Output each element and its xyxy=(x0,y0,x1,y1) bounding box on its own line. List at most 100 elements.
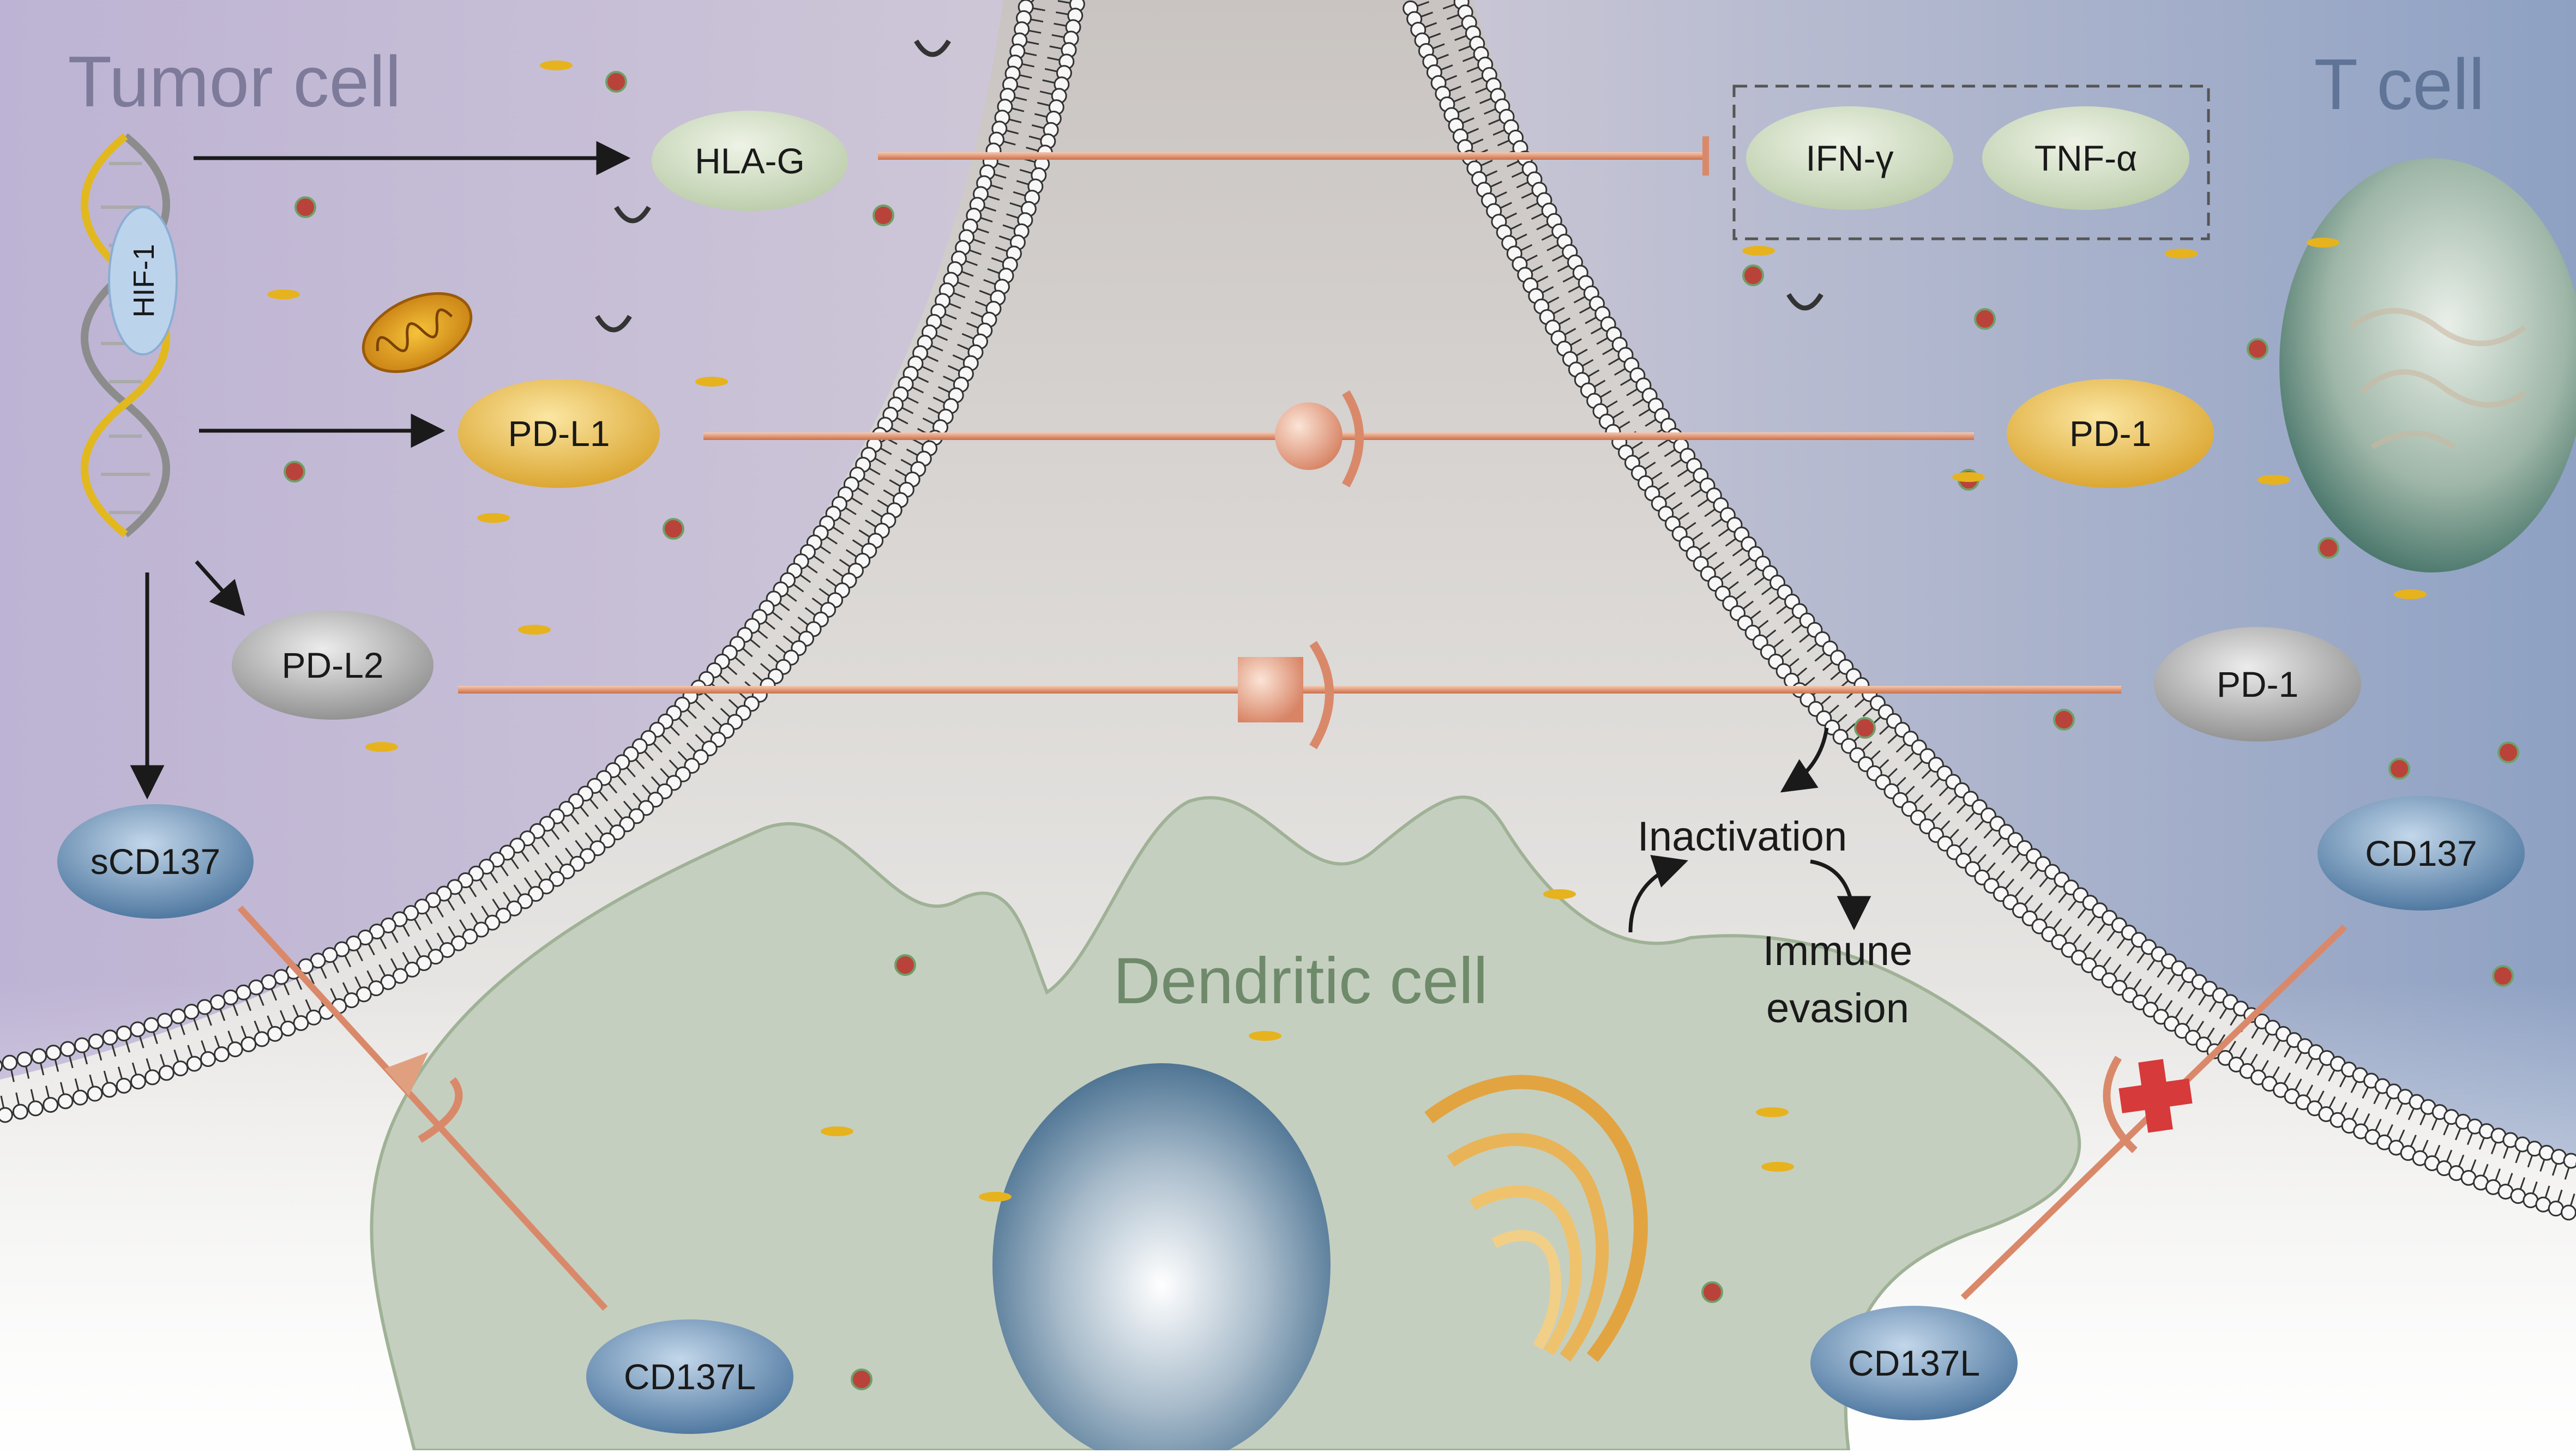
pd-l2-label: PD-L2 xyxy=(281,645,383,685)
lipid-head xyxy=(267,1026,283,1042)
lipid-head xyxy=(439,942,455,958)
lipid-head xyxy=(16,1051,33,1068)
particle-dash xyxy=(2307,238,2339,248)
lipid-head xyxy=(74,1037,90,1053)
lipid-head xyxy=(549,871,565,887)
lipid-head xyxy=(0,1059,3,1072)
lipid-head xyxy=(356,986,372,1003)
hla-g-pill: HLA-G xyxy=(652,111,848,211)
lipid-head xyxy=(130,1021,146,1038)
particle-dot xyxy=(2492,965,2514,987)
cd137l-right-label: CD137L xyxy=(1848,1343,1980,1383)
particle-dash xyxy=(540,61,573,70)
scd137-pill: sCD137 xyxy=(57,804,254,919)
scd137-ligand-triangle xyxy=(384,1052,428,1096)
arrow-to-immune-evasion xyxy=(1810,859,1871,931)
particle-dash xyxy=(365,742,398,752)
hif-1-ellipse xyxy=(108,206,178,355)
scd137-cd137l-connector xyxy=(237,905,608,1311)
lipid-head xyxy=(72,1089,88,1106)
lipid-head xyxy=(144,1069,160,1086)
lipid-head xyxy=(196,999,213,1015)
lipid-head xyxy=(528,885,544,902)
pd-1-receptor-cup xyxy=(1341,390,1364,487)
particle-hook xyxy=(595,315,632,333)
particle-dot xyxy=(2318,537,2339,559)
lipid-bilayer-icon xyxy=(0,0,2576,1221)
lipid-head xyxy=(2560,1204,2576,1221)
nucleus-icon xyxy=(992,1063,1331,1453)
lipid-head xyxy=(559,863,575,879)
scd137-label: sCD137 xyxy=(91,841,220,882)
tcell-title: T cell xyxy=(2314,44,2485,124)
lipid-head xyxy=(344,992,360,1009)
cytokine-box xyxy=(1732,85,2210,240)
lipid-head xyxy=(143,1017,160,1033)
mitochondrion-icon xyxy=(362,292,473,373)
particle-hook xyxy=(614,206,651,224)
particle-hook xyxy=(914,39,951,57)
pd-l1-ligand-ball xyxy=(1275,402,1343,470)
pd-1-top-label: PD-1 xyxy=(2069,413,2151,454)
lipid-head xyxy=(59,1041,76,1057)
pd-l2-pd-1-connector xyxy=(458,641,2121,750)
pd-1-top-pill: PD-1 xyxy=(2007,379,2214,488)
lipid-head xyxy=(450,935,467,951)
lipid-head xyxy=(170,1008,186,1024)
lipid-head xyxy=(517,893,533,909)
particle-dash xyxy=(1756,1107,1789,1117)
dna-helix-icon xyxy=(81,133,178,538)
particle-dash xyxy=(695,377,728,387)
particle-dot xyxy=(1701,1281,1723,1303)
lipid-head xyxy=(31,1048,47,1064)
tnf-a-pill: TNF-α xyxy=(1982,106,2189,210)
particle-dot xyxy=(2497,741,2519,763)
particle-dot xyxy=(872,204,894,226)
arrow-from-dendritic xyxy=(1628,855,1688,933)
cd137l-left-label: CD137L xyxy=(624,1356,756,1397)
lipid-head xyxy=(462,929,478,945)
lipid-head xyxy=(254,1031,270,1047)
cd137l-left-pill: CD137L xyxy=(586,1319,793,1434)
pd-1-receptor-cup-2 xyxy=(1309,641,1334,750)
lipid-head xyxy=(12,1104,28,1120)
particle-dot xyxy=(1974,308,1996,330)
particle-dot xyxy=(605,71,627,93)
lipid-head xyxy=(157,1012,173,1029)
cd137l-cup-left xyxy=(418,1077,463,1143)
ifn-g-pill: IFN-γ xyxy=(1746,106,1953,210)
pd-1-bottom-pill: PD-1 xyxy=(2154,627,2361,741)
tcell-nucleus-icon xyxy=(2279,158,2576,572)
pd-l1-label: PD-L1 xyxy=(508,413,610,454)
hif-1-label: HIF-1 xyxy=(128,244,160,318)
lipid-head xyxy=(213,1046,230,1063)
particle-dash xyxy=(2258,475,2290,485)
particle-dash xyxy=(1761,1162,1794,1172)
arrow-to-pd-l2 xyxy=(195,560,245,616)
cd137-label: CD137 xyxy=(2365,833,2477,873)
particle-dot xyxy=(294,196,316,218)
particle-dash xyxy=(2394,589,2427,599)
lipid-head xyxy=(87,1086,103,1102)
lipid-head xyxy=(130,1074,146,1090)
particle-dash xyxy=(979,1192,1012,1202)
lipid-head xyxy=(2563,1153,2576,1169)
lipid-head xyxy=(484,914,501,931)
particle-dash xyxy=(1543,889,1576,899)
particle-dash xyxy=(1742,246,1775,256)
tumor-cell-title: Tumor cell xyxy=(68,41,401,122)
particle-dot xyxy=(663,518,684,540)
lipid-head xyxy=(186,1056,202,1072)
particle-dash xyxy=(1249,1031,1281,1041)
cd137-pill: CD137 xyxy=(2318,796,2525,911)
particle-dash xyxy=(267,290,300,299)
cd137l-right-pill: CD137L xyxy=(1810,1306,2018,1420)
lipid-head xyxy=(158,1065,174,1081)
lipid-head xyxy=(101,1082,118,1098)
particle-dash xyxy=(477,513,510,523)
lipid-head xyxy=(116,1077,132,1094)
lipid-head xyxy=(416,955,432,972)
lipid-head xyxy=(43,1097,59,1113)
lipid-head xyxy=(473,921,490,938)
